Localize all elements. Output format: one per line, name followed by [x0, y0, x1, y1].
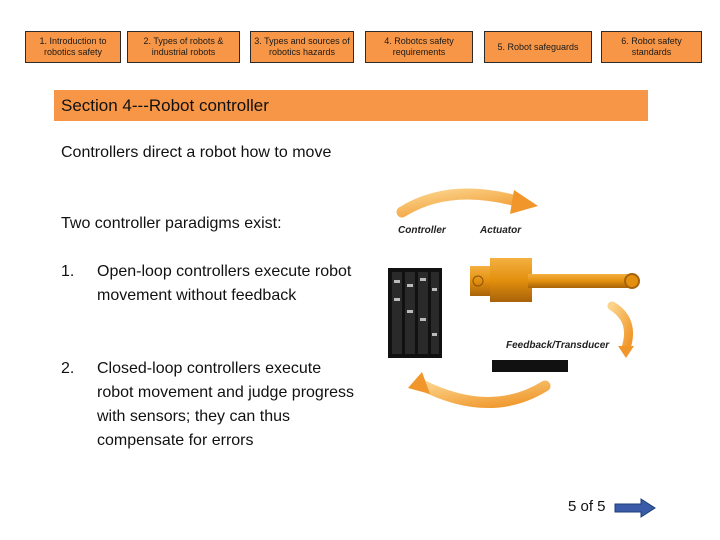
nav-button-safety-standards[interactable]: 6. Robot safety standards	[601, 31, 702, 63]
nav-button-label: 6. Robot safety standards	[621, 36, 682, 57]
list-number: 1.	[61, 263, 75, 280]
list-number: 2.	[61, 360, 75, 377]
page-counter: 5 of 5	[568, 498, 606, 515]
nav-button-label: 3. Types and sources of robotics hazards	[254, 36, 350, 57]
arrow-right-icon	[614, 498, 656, 518]
actuator-label: Actuator	[479, 225, 522, 236]
feedback-label: Feedback/Transducer	[506, 340, 610, 351]
nav-button-safeguards[interactable]: 5. Robot safeguards	[484, 31, 592, 63]
list-item-open-loop: 1. Open-loop controllers execute robot m…	[61, 260, 361, 334]
paradigms-text: Two controller paradigms exist:	[61, 215, 282, 232]
controller-diagram: Controller Actuator	[380, 188, 650, 418]
right-curved-arrow	[607, 301, 634, 358]
section-title: Section 4---Robot controller	[54, 90, 648, 121]
list-item-closed-loop: 2. Closed-loop controllers execute robot…	[61, 357, 361, 455]
nav-button-label: 4. Robotcs safety requirements	[384, 36, 454, 57]
list-text: Closed-loop controllers execute robot mo…	[97, 360, 355, 449]
nav-button-introduction[interactable]: 1. Introduction to robotics safety	[25, 31, 121, 63]
controller-label: Controller	[398, 225, 447, 236]
nav-button-hazards[interactable]: 3. Types and sources of robotics hazards	[250, 31, 354, 63]
nav-button-label: 2. Types of robots & industrial robots	[143, 36, 224, 57]
list-text: Open-loop controllers execute robot move…	[97, 263, 352, 304]
nav-button-types-of-robots[interactable]: 2. Types of robots & industrial robots	[127, 31, 240, 63]
nav-button-safety-requirements[interactable]: 4. Robotcs safety requirements	[365, 31, 473, 63]
nav-button-label: 1. Introduction to robotics safety	[39, 36, 107, 57]
controller-rack-image	[388, 268, 442, 358]
next-slide-button[interactable]	[614, 498, 656, 518]
section-title-text: Section 4---Robot controller	[61, 96, 269, 115]
actuator-cylinder-image	[470, 258, 640, 302]
nav-button-label: 5. Robot safeguards	[497, 41, 579, 52]
transducer-bar	[492, 360, 568, 372]
intro-text: Controllers direct a robot how to move	[61, 144, 332, 161]
top-curved-arrow	[396, 188, 538, 218]
bottom-curved-arrow	[408, 372, 551, 408]
